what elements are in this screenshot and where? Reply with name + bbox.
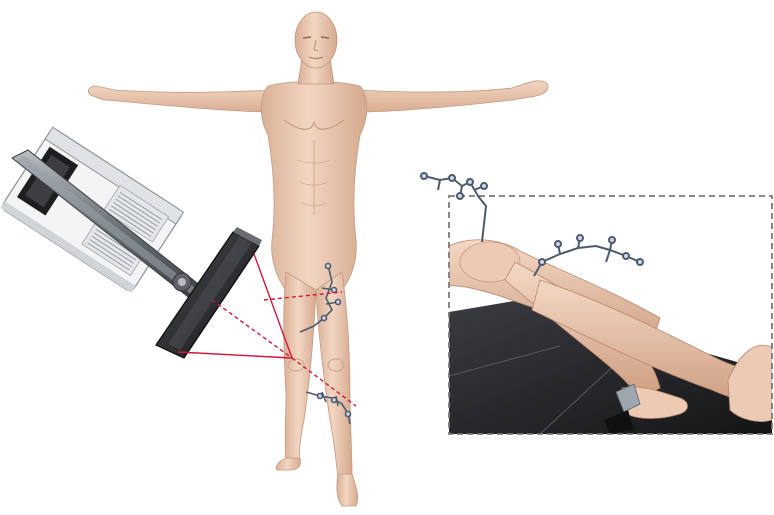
knee-inset-view [421, 173, 772, 434]
right-foot [276, 458, 300, 470]
left-foot [337, 474, 358, 506]
c-arm-xray-icon [0, 127, 262, 358]
right-arm [88, 86, 272, 112]
x-ray-detector [156, 227, 262, 358]
left-arm [356, 81, 548, 112]
